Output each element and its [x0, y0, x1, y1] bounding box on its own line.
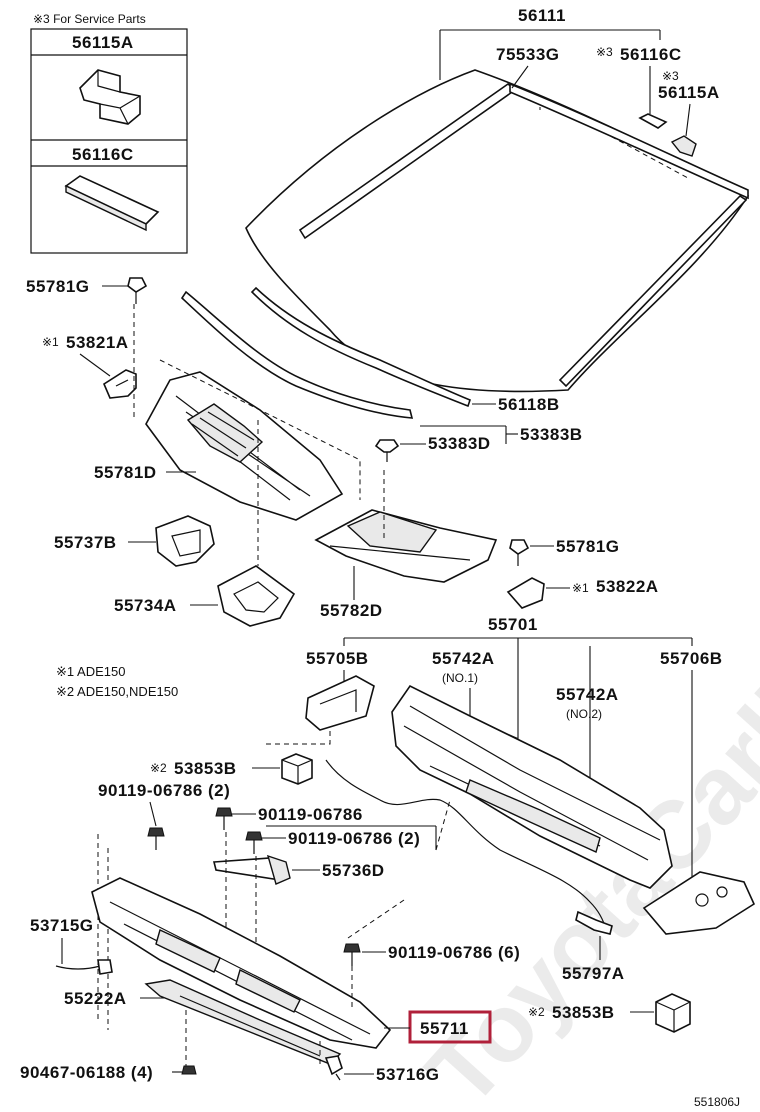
label-56118B[interactable]: 56118B: [498, 395, 560, 414]
label-53716G[interactable]: 53716G: [376, 1065, 440, 1084]
cowl-top-55782D[interactable]: [314, 509, 498, 583]
label-90119-c[interactable]: 90119-06786 (2): [288, 829, 420, 848]
label-56111[interactable]: 56111: [518, 6, 566, 25]
label-55711[interactable]: 55711: [420, 1019, 469, 1038]
clip-90467-icon: [181, 1065, 197, 1075]
cowl-panel-55701[interactable]: [391, 684, 673, 889]
label-90119-b[interactable]: 90119-06786: [258, 805, 363, 824]
label-55781G-right[interactable]: 55781G: [556, 537, 620, 556]
label-55734A[interactable]: 55734A: [114, 596, 177, 615]
label-55781D[interactable]: 55781D: [94, 463, 157, 482]
note-1: ※1 ADE150: [56, 664, 125, 679]
mark-56116C: ※3: [596, 45, 613, 59]
harness-55797A[interactable]: [325, 759, 613, 935]
bolt-90119-b-icon: [215, 807, 233, 830]
label-53853B-bottom[interactable]: 53853B: [552, 1003, 615, 1022]
label-53821A[interactable]: 53821A: [66, 333, 129, 352]
cowl-lower-55711[interactable]: [91, 877, 392, 1049]
mark-53821A: ※1: [42, 335, 59, 349]
note-2: ※2 ADE150,NDE150: [56, 684, 178, 699]
clip-53383D-icon[interactable]: [374, 439, 400, 462]
label-53383B[interactable]: 53383B: [520, 425, 583, 444]
wire-53715G[interactable]: [55, 959, 113, 975]
label-55782D[interactable]: 55782D: [320, 601, 383, 620]
wire-53716G[interactable]: [324, 1055, 343, 1081]
label-56115A[interactable]: 56115A: [658, 83, 720, 102]
label-55797A[interactable]: 55797A: [562, 964, 625, 983]
label-55701[interactable]: 55701: [488, 615, 538, 634]
clip-56115A-icon: [79, 69, 141, 125]
figure-id: 551806J: [694, 1095, 740, 1109]
mark-53822A: ※1: [572, 581, 589, 595]
service-item-56116C[interactable]: 56116C: [72, 145, 134, 164]
block-53853B-bottom[interactable]: [655, 993, 691, 1033]
molding-56116C-icon: [64, 175, 160, 232]
mark-53853B-bottom: ※2: [528, 1005, 545, 1019]
seal-55737B[interactable]: [155, 515, 215, 567]
windshield-glass[interactable]: [245, 69, 750, 393]
bracket-53821A[interactable]: [102, 369, 137, 399]
cowl-louver-55781D[interactable]: [145, 371, 344, 521]
mark-56115A: ※3: [662, 69, 679, 83]
clip-55781G-top-icon: [127, 277, 148, 304]
bracket-53822A[interactable]: [506, 577, 545, 609]
service-item-56115A[interactable]: 56115A: [72, 33, 134, 52]
label-90119-a[interactable]: 90119-06786 (2): [98, 781, 230, 800]
label-53383D[interactable]: 53383D: [428, 434, 491, 453]
clip-55781G-right-icon: [509, 539, 530, 566]
part-56115A[interactable]: [670, 135, 697, 157]
label-55781G-top[interactable]: 55781G: [26, 277, 90, 296]
bolt-90119-a-icon: [147, 827, 165, 850]
label-55742A-no1[interactable]: 55742A: [432, 649, 495, 668]
label-53822A[interactable]: 53822A: [596, 577, 659, 596]
label-55222A[interactable]: 55222A: [64, 989, 127, 1008]
service-parts-box: ※3 For Service Parts 56115A 56116C: [30, 12, 188, 254]
bracket-55706B[interactable]: [642, 871, 756, 935]
bracket-55736D[interactable]: [212, 854, 291, 885]
label-75533G[interactable]: 75533G: [496, 45, 560, 64]
block-53853B-top[interactable]: [281, 753, 313, 785]
seal-55734A[interactable]: [217, 565, 296, 627]
bracket-55705B[interactable]: [305, 675, 375, 731]
bolt-90119-c-icon: [245, 831, 263, 854]
label-55706B[interactable]: 55706B: [660, 649, 723, 668]
bolt-90119-d-icon: [343, 943, 361, 966]
service-box-title: ※3 For Service Parts: [33, 12, 146, 26]
label-55742A-no2[interactable]: 55742A: [556, 685, 619, 704]
label-55736D[interactable]: 55736D: [322, 861, 385, 880]
label-90467[interactable]: 90467-06188 (4): [20, 1063, 153, 1082]
part-56116C[interactable]: [638, 113, 668, 129]
label-55737B[interactable]: 55737B: [54, 533, 117, 552]
label-53715G[interactable]: 53715G: [30, 916, 94, 935]
mark-53853B-top: ※2: [150, 761, 167, 775]
label-55742A-no2-sub: (NO.2): [566, 707, 602, 721]
label-55742A-no1-sub: (NO.1): [442, 671, 478, 685]
weatherstrip-56118B[interactable]: [180, 286, 471, 419]
label-55705B[interactable]: 55705B: [306, 649, 369, 668]
label-90119-d[interactable]: 90119-06786 (6): [388, 943, 520, 962]
highlight-box-55711: [408, 1010, 492, 1044]
label-53853B-top[interactable]: 53853B: [174, 759, 237, 778]
service-box-frame: [30, 28, 188, 254]
label-56116C[interactable]: 56116C: [620, 45, 682, 64]
